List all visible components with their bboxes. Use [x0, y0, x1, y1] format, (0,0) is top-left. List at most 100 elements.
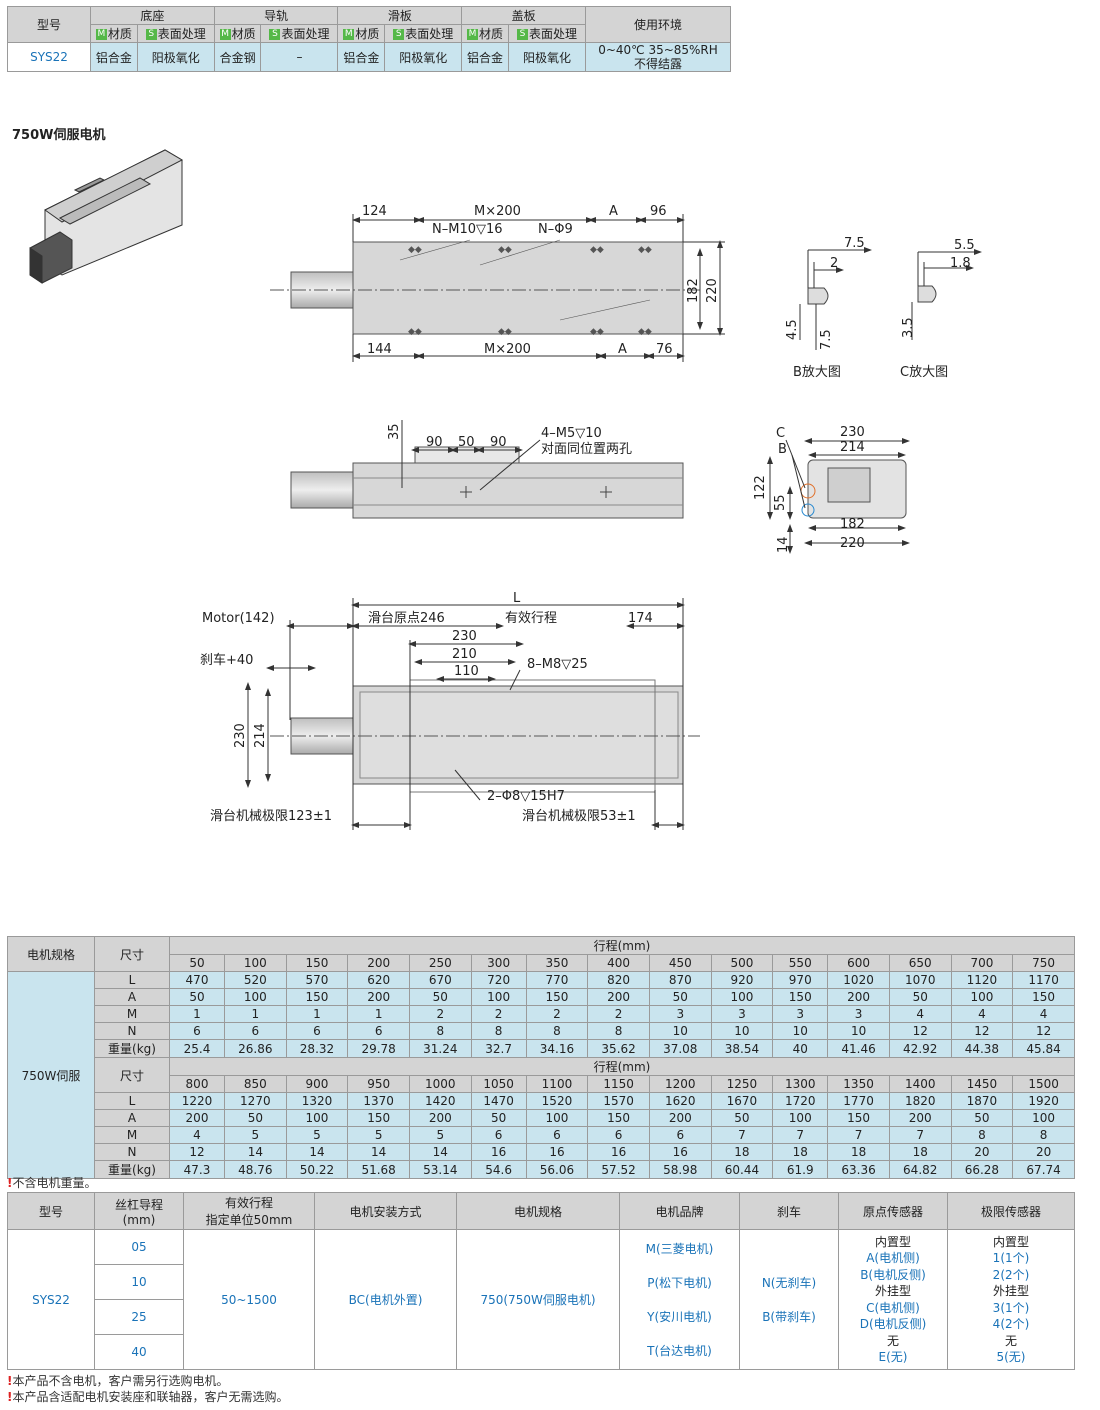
dims-cell: 64.82	[888, 1160, 952, 1179]
svg-text:◆◆: ◆◆	[498, 327, 512, 337]
limit-left: 滑台机械极限123±1	[210, 809, 332, 824]
dims-cell: 6	[470, 1126, 527, 1144]
dim-230-front: 230	[452, 629, 477, 644]
dims-cell: 2	[470, 1005, 527, 1023]
dims-motor-label: 750W伺服	[7, 971, 95, 1179]
dims-cell: 520	[224, 971, 287, 989]
dims-row-label: N	[94, 1022, 170, 1040]
dims-cell: 1670	[710, 1092, 774, 1110]
dims-cell: 1220	[169, 1092, 225, 1110]
dims-stroke-value: 850	[224, 1075, 287, 1093]
dim-motor: Motor(142)	[202, 611, 275, 626]
order-h-limit: 极限传感器	[947, 1192, 1075, 1230]
dim-90-right: 90	[490, 435, 507, 450]
dims-cell: 1370	[347, 1092, 410, 1110]
label-opposite-holes: 对面同位置两孔	[541, 442, 632, 457]
order-h-brand: 电机品牌	[619, 1192, 740, 1230]
dims-cell: 7	[772, 1126, 829, 1144]
dims-stroke-value: 600	[827, 954, 890, 972]
footnote-1: !本产品不含电机，客户需另行选购电机。	[7, 1374, 229, 1388]
detail-c-label: C放大图	[900, 365, 948, 380]
dims-h-size: 尺寸	[94, 936, 170, 972]
order-h-stroke: 有效行程 指定单位50mm	[183, 1192, 315, 1230]
dims-cell: 50	[950, 1109, 1014, 1127]
dim-76: 76	[656, 342, 673, 357]
order-lead: 05	[94, 1229, 184, 1265]
dim-b-7-5b: 7.5	[819, 329, 834, 350]
dims-cell: 6	[525, 1126, 589, 1144]
dims-h-stroke: 行程(mm)	[169, 936, 1075, 955]
dims-cell: 4	[169, 1126, 225, 1144]
dims-cell: 1920	[1012, 1092, 1075, 1110]
dims-cell: 54.6	[470, 1160, 527, 1179]
order-stroke: 50~1500	[183, 1229, 315, 1370]
order-h-lead: 丝杠导程 (mm)	[94, 1192, 184, 1230]
dims-cell: 200	[587, 988, 650, 1006]
dims-cell: 12	[950, 1022, 1014, 1040]
dim-brake: 刹车+40	[200, 652, 253, 668]
dims-cell: 1170	[1012, 971, 1075, 989]
dims-cell: 14	[285, 1143, 349, 1161]
dims-cell: 150	[285, 988, 349, 1006]
dims-cell: 150	[587, 1109, 650, 1127]
dims-cell: 16	[587, 1143, 650, 1161]
dims-cell: 12	[1012, 1022, 1075, 1040]
spec-value: 铝合金	[90, 42, 138, 72]
dims-cell: 4	[888, 1005, 952, 1023]
dims-cell: 18	[772, 1143, 829, 1161]
dims-stroke-value: 550	[772, 954, 829, 972]
dims-cell: 51.68	[347, 1160, 410, 1179]
dims-cell: 1070	[888, 971, 952, 989]
dims-cell: 920	[710, 971, 774, 989]
dims-cell: 1870	[950, 1092, 1014, 1110]
dim-96: 96	[650, 204, 667, 219]
dims-cell: 2	[408, 1005, 472, 1023]
spec-value: –	[260, 42, 339, 72]
dims-cell: 1	[224, 1005, 287, 1023]
dims-cell: 10	[827, 1022, 890, 1040]
dim-55: 55	[773, 494, 788, 511]
dims-cell: 31.24	[408, 1039, 472, 1058]
dims-stroke-value: 1400	[888, 1075, 952, 1093]
dims-row-label: N	[94, 1143, 170, 1161]
dim-220: 220	[705, 278, 720, 303]
order-origin: 内置型 A(电机侧) B(电机反侧) 外挂型 C(电机侧) D(电机反侧) 无 …	[838, 1229, 948, 1370]
dims-cell: 720	[470, 971, 527, 989]
dims-cell: 5	[347, 1126, 410, 1144]
order-brands: M(三菱电机) P(松下电机) Y(安川电机) T(台达电机)	[619, 1229, 740, 1370]
order-h-brake: 刹车	[739, 1192, 839, 1230]
dims-stroke-value: 150	[285, 954, 349, 972]
dims-cell: 42.92	[888, 1039, 952, 1058]
dims-stroke-value: 200	[347, 954, 410, 972]
order-model: SYS22	[7, 1229, 95, 1370]
dim-b-4-5: 4.5	[785, 319, 800, 340]
spec-value: 阳极氧化	[384, 42, 463, 72]
dim-b-2: 2	[830, 256, 838, 271]
svg-text:◆◆: ◆◆	[590, 327, 604, 337]
dims-stroke-value: 500	[710, 954, 774, 972]
dims-row-label: L	[94, 971, 170, 989]
dims-stroke-value: 750	[1012, 954, 1075, 972]
dims-cell: 1020	[827, 971, 890, 989]
dims-cell: 18	[710, 1143, 774, 1161]
dims-stroke-value: 1000	[408, 1075, 472, 1093]
dims-cell: 670	[408, 971, 472, 989]
dims-cell: 150	[347, 1109, 410, 1127]
dim-L: L	[513, 591, 521, 606]
dims-cell: 28.32	[285, 1039, 349, 1058]
dim-a-top: A	[609, 204, 618, 219]
dim-144: 144	[367, 342, 392, 357]
dims-cell: 47.3	[169, 1160, 225, 1179]
dims-cell: 7	[888, 1126, 952, 1144]
dims-cell: 150	[525, 988, 589, 1006]
dims-cell: 620	[347, 971, 410, 989]
dims-cell: 200	[347, 988, 410, 1006]
dims-cell: 56.06	[525, 1160, 589, 1179]
spec-group-slider: 滑板	[337, 6, 463, 25]
label-n-m10: N–M10▽16	[432, 222, 503, 237]
dims-cell: 100	[710, 988, 774, 1006]
dims-cell: 10	[710, 1022, 774, 1040]
dims-cell: 150	[772, 988, 829, 1006]
